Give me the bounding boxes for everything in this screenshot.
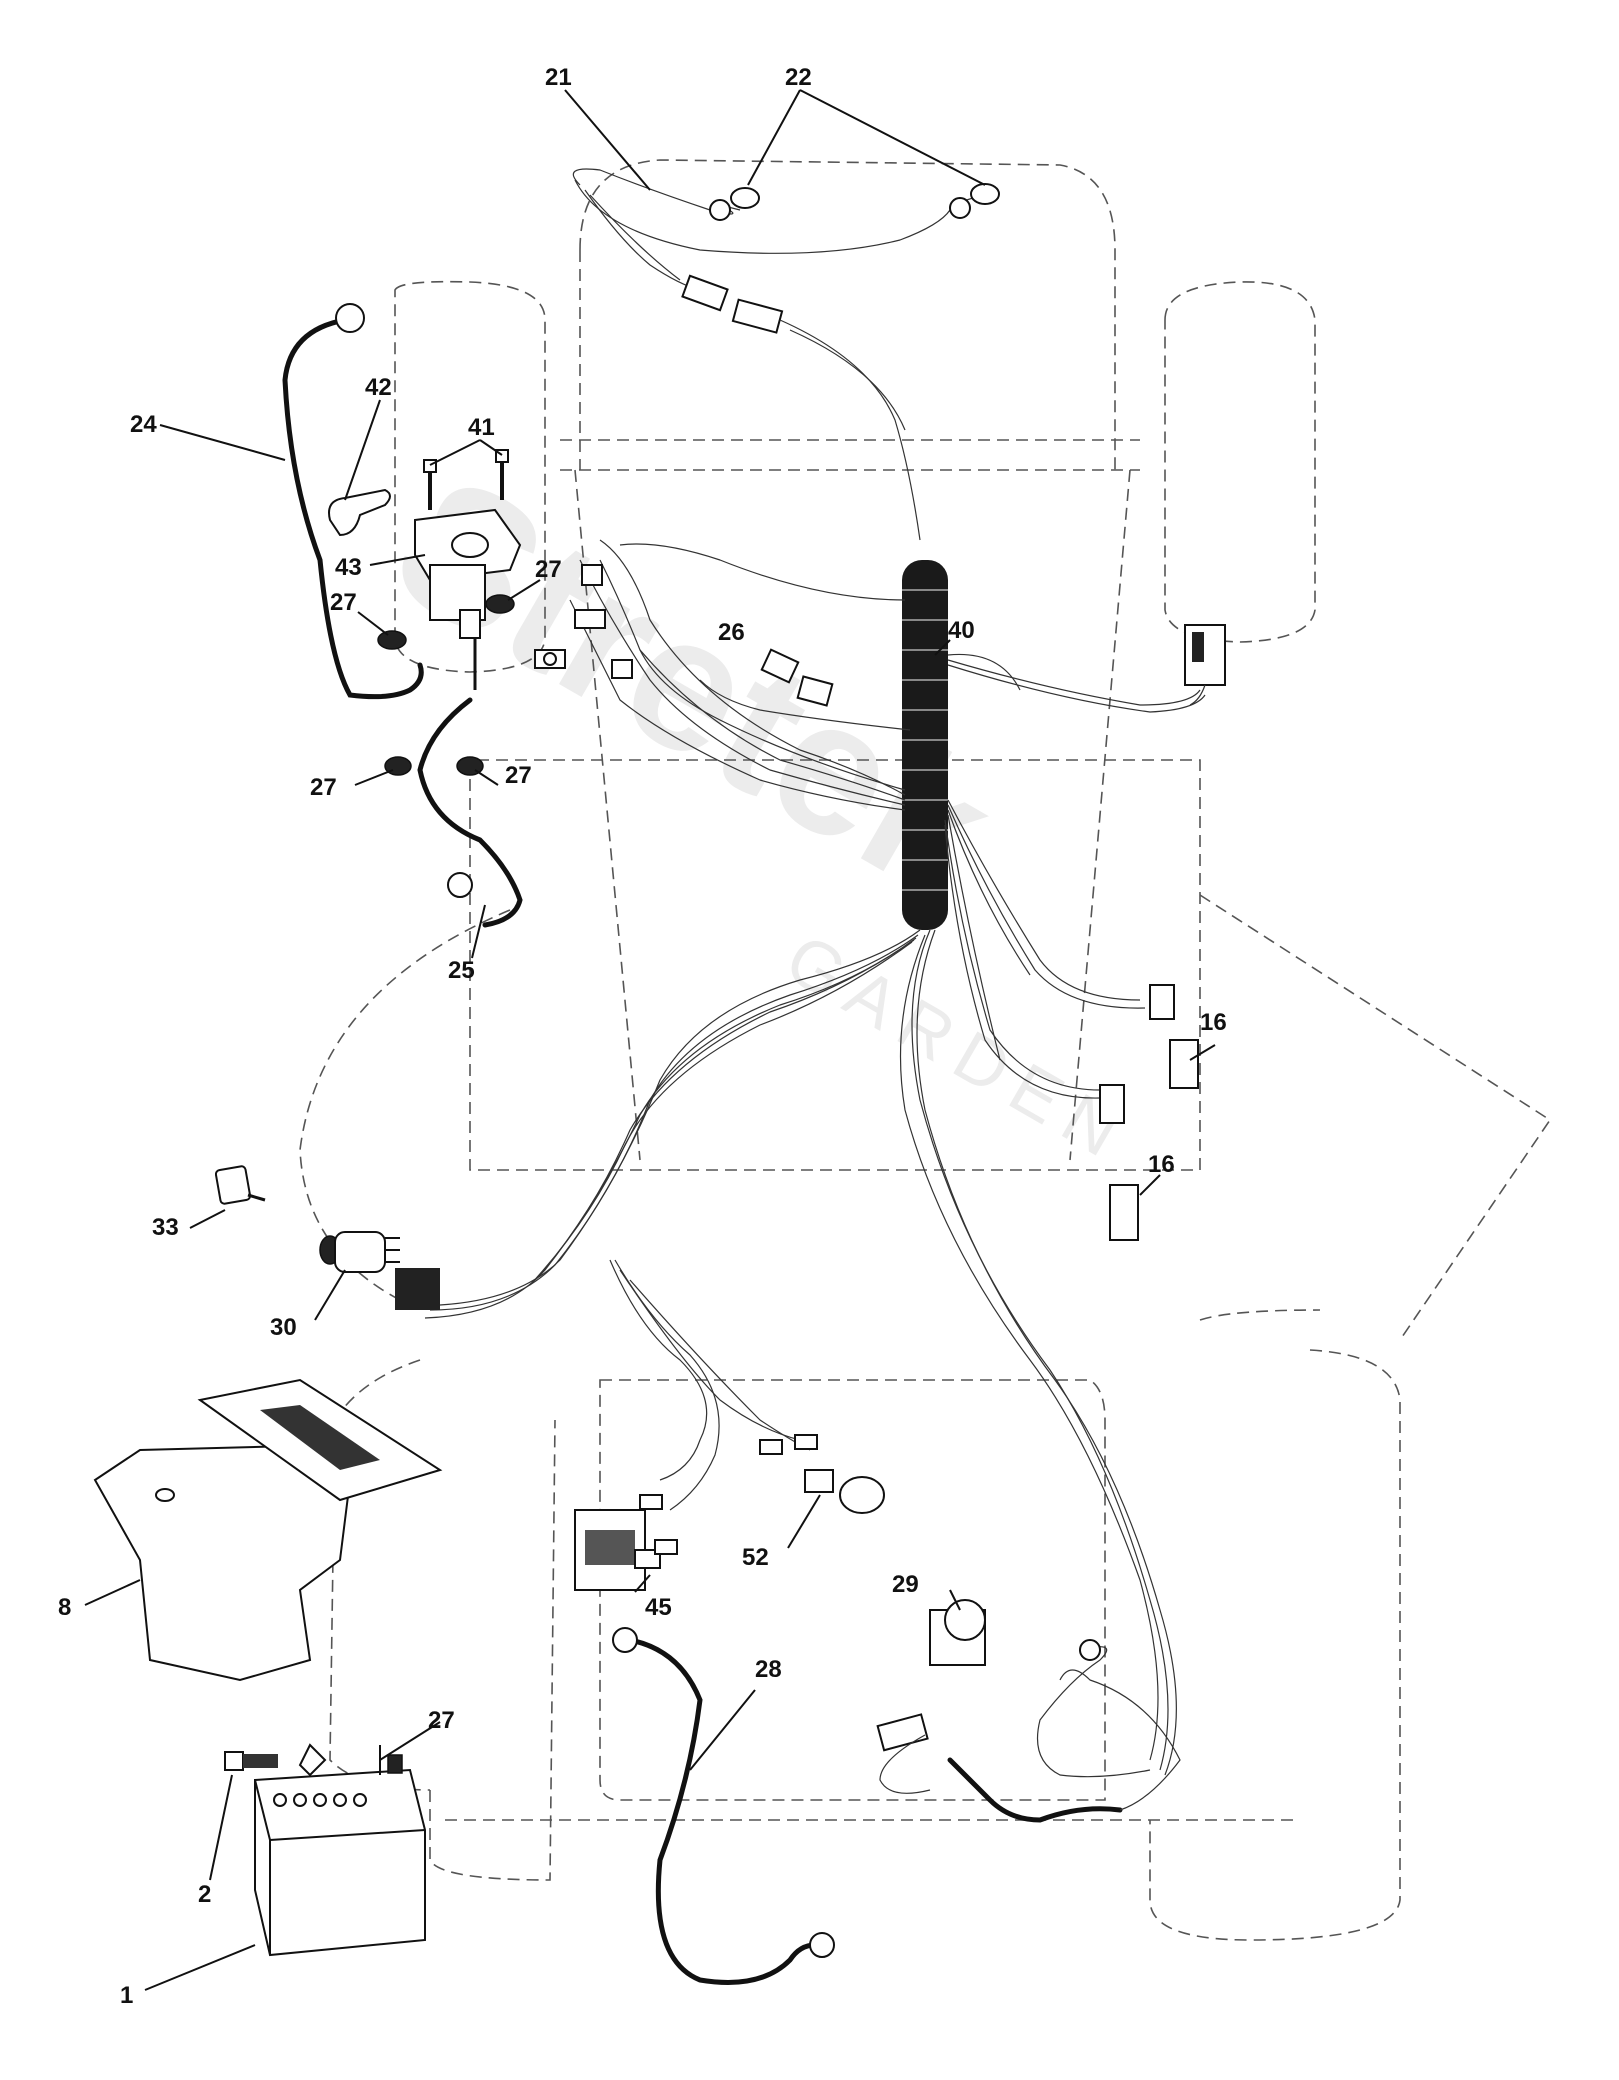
connector-16a-plug	[1149, 984, 1175, 1020]
callout-41: 41	[468, 414, 495, 441]
battery-box-8	[93, 1378, 443, 1682]
front-right-wheel-outline	[1164, 281, 1316, 643]
leader-lines	[84, 89, 1216, 1991]
bulb-left-icon	[709, 199, 731, 221]
ignition-key-33	[214, 1165, 266, 1205]
seat-area-outline	[299, 909, 511, 1301]
callout-42: 42	[365, 374, 392, 401]
nut-27b-icon	[485, 594, 515, 614]
harness-wires	[424, 539, 1206, 1778]
rear-right-wheel-outline	[1149, 1349, 1401, 1941]
nut-27a-icon	[377, 630, 407, 650]
callout-29: 29	[892, 1571, 919, 1598]
cable-25	[417, 697, 523, 928]
fuse-26a-icon	[760, 648, 800, 684]
connector-16b-socket	[1109, 1184, 1139, 1241]
cable-28-ring-terminal-top	[612, 1627, 638, 1653]
solenoid-terminals	[534, 564, 633, 679]
callout-1: 1	[120, 1982, 133, 2009]
headlight-harness	[572, 168, 986, 334]
ignition-switch-30	[319, 1231, 440, 1310]
fuses	[760, 648, 834, 707]
headlight-bulbs	[709, 183, 1000, 221]
callout-28: 28	[755, 1656, 782, 1683]
callout-8: 8	[58, 1594, 71, 1621]
connector-group-16	[1099, 984, 1199, 1241]
battery-cable-24	[282, 317, 424, 700]
callout-40: 40	[948, 617, 975, 644]
fuse-26b-icon	[796, 675, 834, 707]
cable-24-ring-terminal	[335, 303, 365, 333]
callout-27-c: 27	[310, 774, 337, 801]
callout-27-a: 27	[330, 589, 357, 616]
right-pto-connector	[1184, 624, 1226, 706]
terminal-boot-42	[328, 488, 391, 537]
callout-22: 22	[785, 64, 812, 91]
ignition-connector	[395, 1268, 440, 1310]
harness-conduit	[902, 560, 948, 930]
module-45	[574, 1509, 661, 1591]
headlight-connector-mate	[731, 298, 784, 334]
callout-21: 21	[545, 64, 572, 91]
callout-16-b: 16	[1148, 1151, 1175, 1178]
cable-28-ring-terminal-bottom	[809, 1932, 835, 1958]
nuts-27	[377, 594, 515, 776]
front-left-wheel-outline	[394, 280, 546, 673]
callout-24: 24	[130, 411, 157, 438]
watermark-sub: GARDEN	[773, 919, 1144, 1178]
callout-45: 45	[645, 1594, 672, 1621]
terminal-bolt-2	[224, 1743, 381, 1777]
conduit-body	[902, 560, 948, 930]
rear-deck-outline	[599, 1379, 1106, 1801]
callout-25: 25	[448, 957, 475, 984]
callout-52: 52	[742, 1544, 769, 1571]
switch-29	[876, 1599, 1181, 1823]
small-connectors	[639, 1434, 818, 1555]
callout-30: 30	[270, 1314, 297, 1341]
frame-outline	[469, 759, 1201, 1171]
cable-25-ring-terminal	[447, 872, 473, 898]
front-axle-outline	[560, 439, 1140, 471]
bulb-52	[804, 1469, 885, 1514]
switch-29-ring-terminal	[1079, 1639, 1101, 1661]
callout-16-a: 16	[1200, 1009, 1227, 1036]
callout-43: 43	[335, 554, 362, 581]
bulb-right-icon	[949, 197, 971, 219]
battery-terminal	[387, 1754, 403, 1774]
connector-16a-socket	[1169, 1039, 1199, 1089]
callout-33: 33	[152, 1214, 179, 1241]
callouts: 21 22 24 42 41 43 27 27 27 27 27 26 40 2…	[58, 64, 1227, 2009]
callout-27-b: 27	[535, 556, 562, 583]
callout-2: 2	[198, 1881, 211, 1908]
headlight-connector	[681, 274, 729, 312]
callout-26: 26	[718, 619, 745, 646]
callout-27-d: 27	[505, 762, 532, 789]
battery-1	[254, 1754, 426, 1957]
connector-16b-plug	[1099, 1084, 1125, 1124]
callout-27-e: 27	[428, 1707, 455, 1734]
cable-28	[627, 1637, 818, 1985]
rear-left-fender-outline	[329, 1359, 431, 1791]
hood-outline	[579, 159, 1116, 470]
starter-solenoid-43	[414, 508, 522, 690]
bulb-52-icon	[839, 1476, 885, 1514]
tractor-outline	[299, 159, 1552, 1941]
